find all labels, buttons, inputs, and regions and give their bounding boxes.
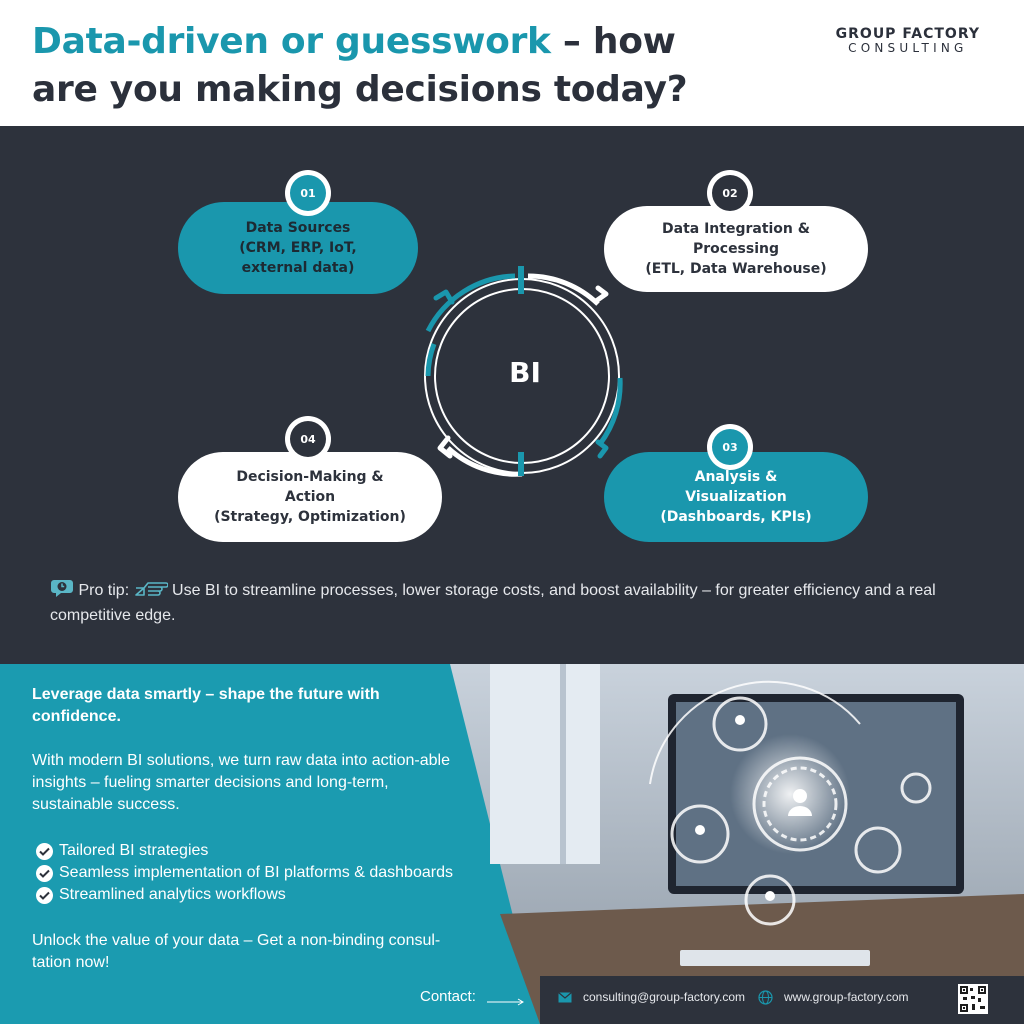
list-item: Streamlined analytics workflows [36,884,496,906]
chat-bubble-icon [50,578,74,605]
step-text: Decision-Making & Action (Strategy, Opti… [214,469,406,525]
step-data-sources: Data Sources (CRM, ERP, IoT, external da… [178,202,418,294]
step-text: Analysis & Visualization (Dashboards, KP… [660,469,812,525]
list-item: Tailored BI strategies [36,840,496,862]
arrow-band-3 [597,377,623,446]
qr-code-icon[interactable] [958,984,988,1014]
cta-text: Unlock the value of your data – Get a no… [32,932,441,971]
check-icon [36,864,53,882]
check-icon [36,886,53,904]
pointing-hand-icon [134,580,169,605]
website-link[interactable]: www.group-factory.com [784,990,909,1004]
logo-line1: GROUP FACTORY [835,26,980,42]
benefit-list: Tailored BI strategies Seamless implemen… [36,840,496,906]
list-item-label: Seamless implementation of BI platforms … [59,864,453,881]
cta-section: Leverage data smartly – shape the future… [0,664,1024,1024]
pro-tip: Pro tip: Use BI to streamline processes,… [50,578,980,627]
step-number-badge: 01 [285,170,331,216]
arrow-head-4 [437,435,453,459]
step-number: 04 [290,421,326,457]
arrow-head-2 [593,285,609,304]
step-data-integration: Data Integration & Processing (ETL, Data… [604,206,868,292]
step-number: 03 [712,429,748,465]
contact-label: Contact: [420,988,476,1005]
email-link[interactable]: consulting@group-factory.com [583,990,746,1004]
body-text: With modern BI solutions, we turn raw da… [32,752,450,813]
list-item-label: Streamlined analytics workflows [59,886,286,903]
step-text: Data Integration & Processing (ETL, Data… [645,221,827,277]
arrow-band-1 [425,273,516,333]
step-number: 01 [290,175,326,211]
check-icon [36,842,53,860]
list-item: Seamless implementation of BI platforms … [36,862,496,884]
lead-text: Leverage data smartly – shape the future… [32,686,380,725]
bi-cycle-ring [424,266,623,477]
step-text: Data Sources (CRM, ERP, IoT, external da… [239,220,357,276]
step-decision-making: Decision-Making & Action (Strategy, Opti… [178,452,442,542]
step-number: 02 [712,175,748,211]
tip-label: Pro tip: [78,582,130,599]
globe-icon [758,990,773,1005]
title-accent: Data-driven or guesswork [32,21,551,62]
tip-text: Use BI to streamline processes, lower st… [50,582,936,624]
bi-center-label: BI [509,356,541,389]
header: Data-driven or guesswork – how are you m… [0,0,1024,126]
arrow-head-1 [433,289,455,305]
arrow-right-icon [487,998,524,1006]
list-item-label: Tailored BI strategies [59,842,209,859]
bi-cycle-section: BI Data Sources (CRM, ERP, IoT, external… [0,126,1024,664]
contact-bar [540,976,1024,1024]
step-number-badge: 04 [285,416,331,462]
mail-icon [558,992,572,1003]
arrow-band-2 [527,273,600,306]
page-title: Data-driven or guesswork – how are you m… [32,18,732,114]
step-number-badge: 02 [707,170,753,216]
title-rest: – how are you making decisions today? [32,21,688,110]
arrow-band-4 [446,446,523,477]
company-logo: GROUP FACTORY CONSULTING [836,26,980,55]
arrow-head-3 [595,439,609,459]
logo-line2: CONSULTING [848,41,968,55]
step-number-badge: 03 [707,424,753,470]
